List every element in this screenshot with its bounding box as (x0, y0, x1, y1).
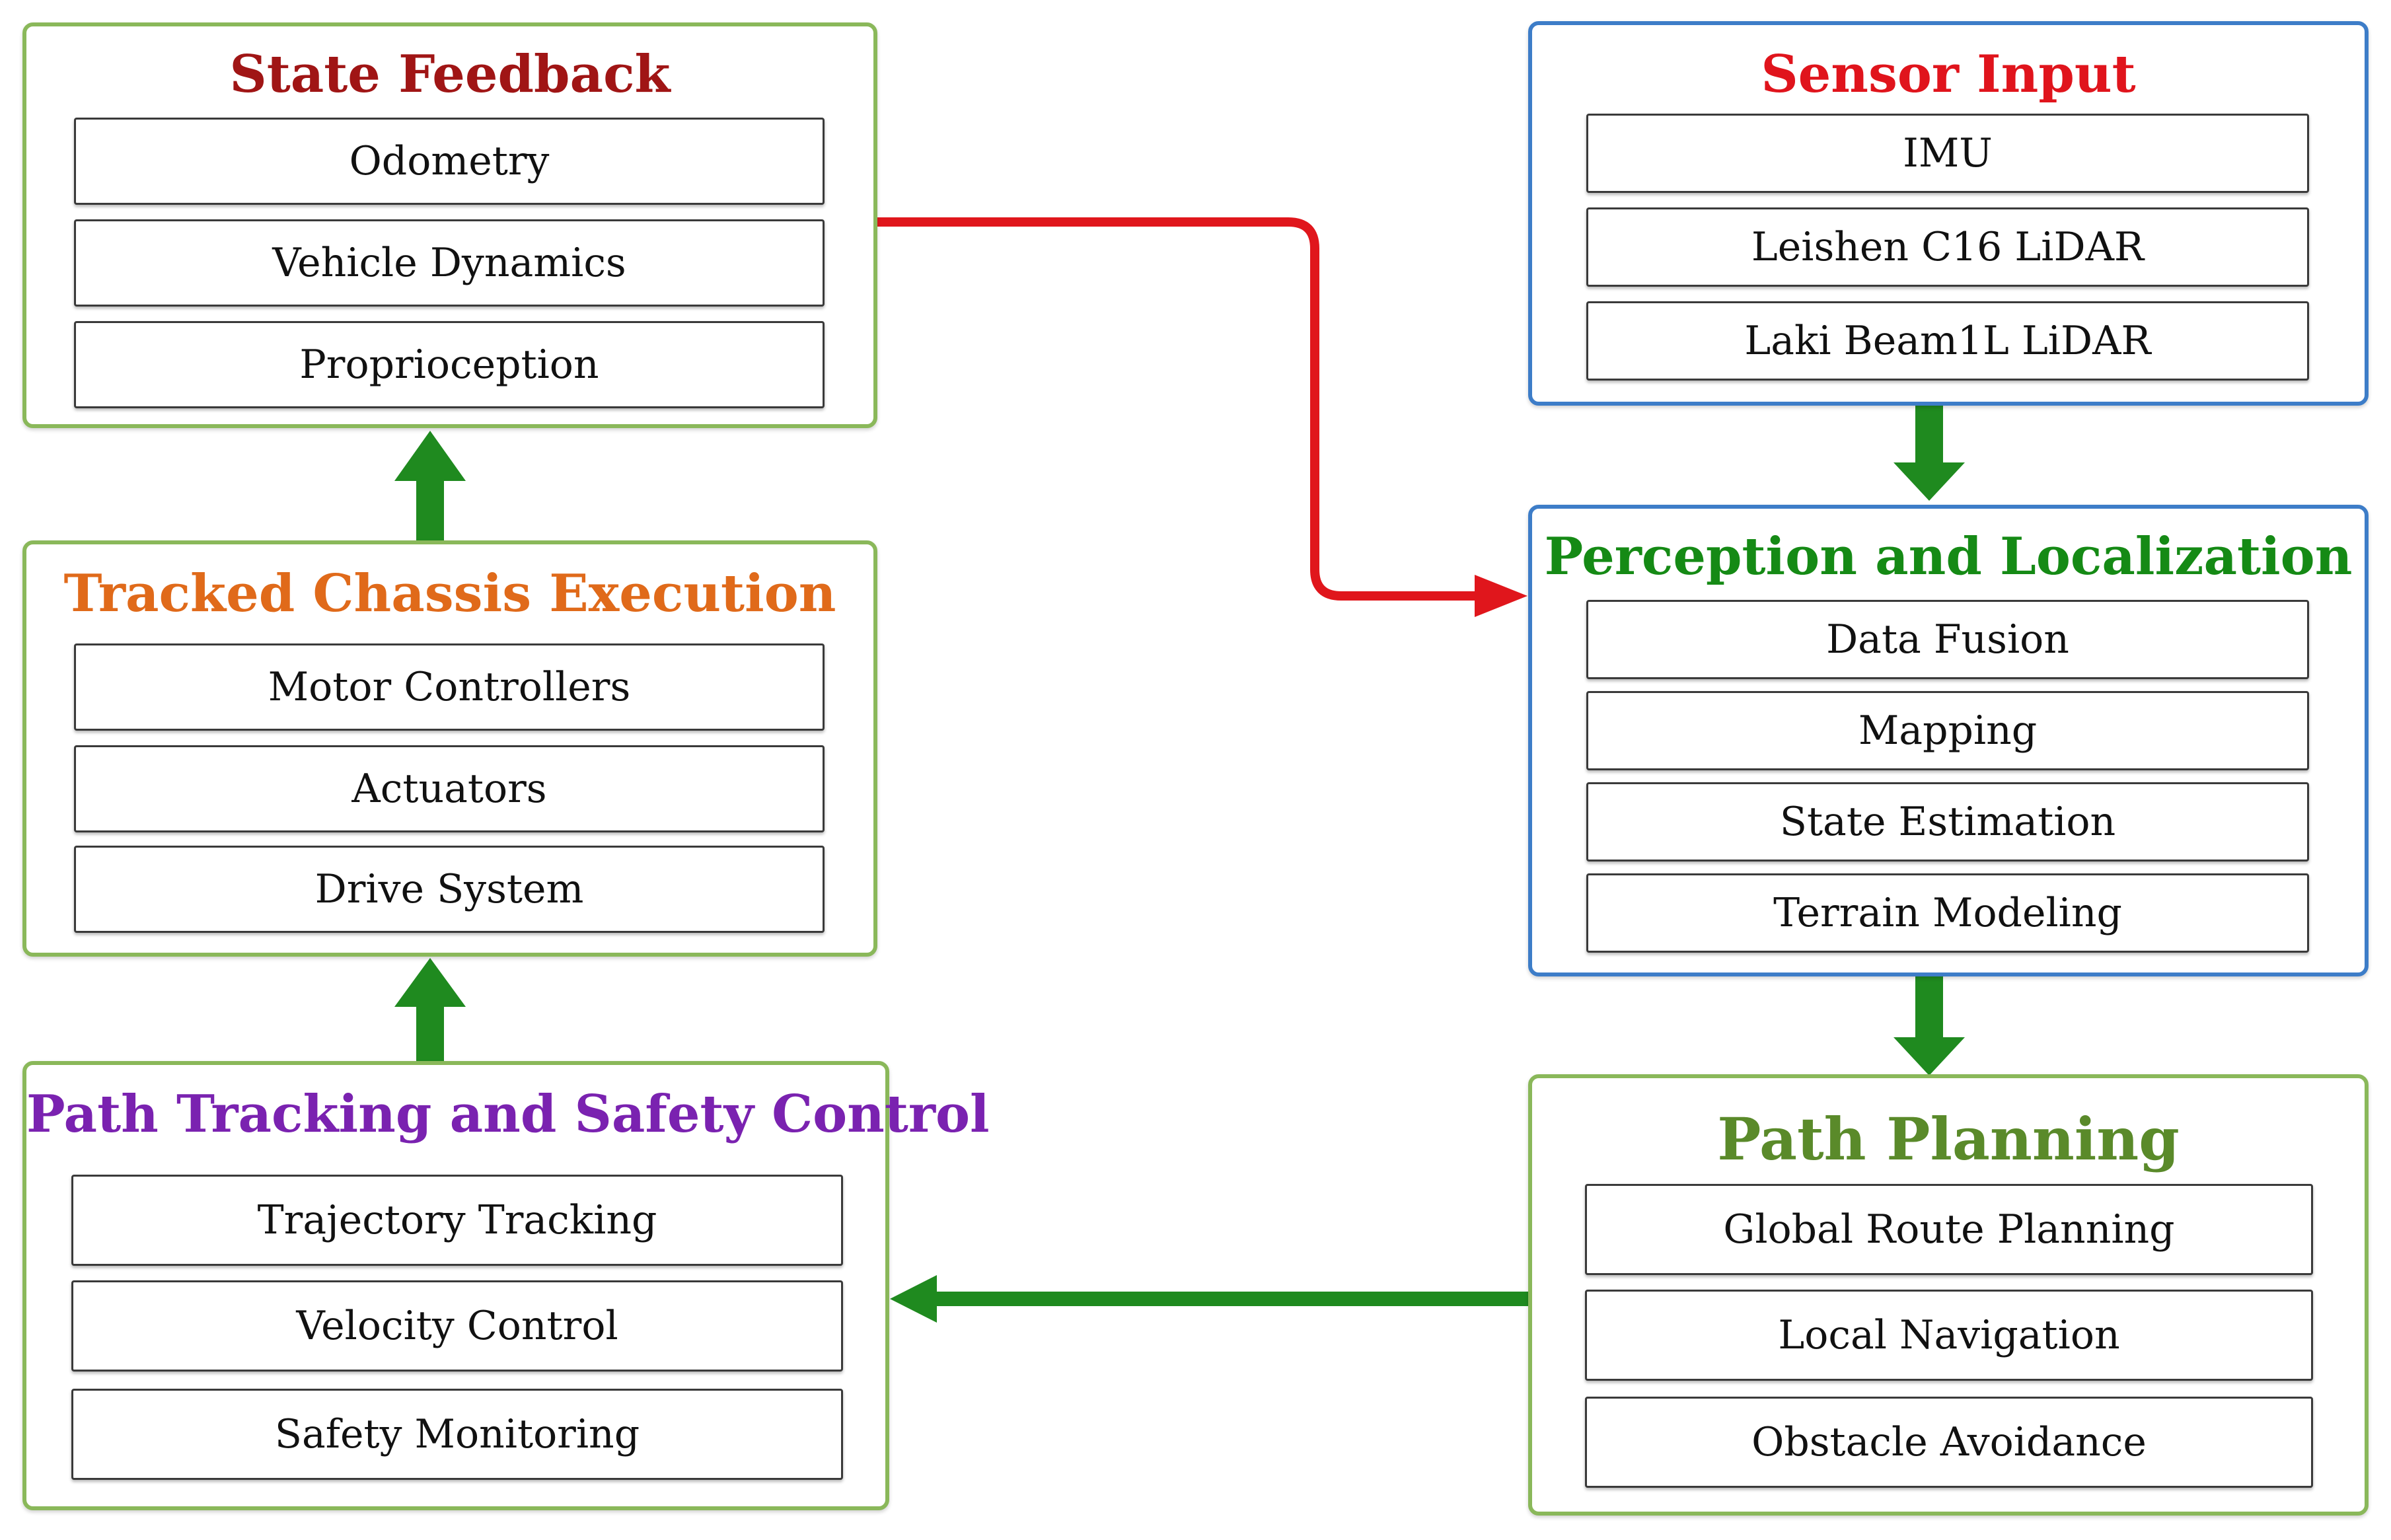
tracked-chassis-item: Motor Controllers (74, 643, 825, 731)
perception-module: Perception and Localization Data Fusion … (1528, 505, 2369, 976)
state-feedback-item: Odometry (74, 118, 825, 205)
path-tracking-item: Safety Monitoring (71, 1389, 843, 1480)
tracked-chassis-item: Drive System (74, 846, 825, 933)
state-feedback-item: Proprioception (74, 321, 825, 408)
arrow-chassis-to-feedback-head (394, 431, 466, 481)
feedback-arrowhead (1475, 575, 1527, 617)
path-planning-item: Global Route Planning (1585, 1184, 2313, 1275)
state-feedback-title: State Feedback (229, 44, 671, 104)
sensor-input-item: Leishen C16 LiDAR (1586, 207, 2309, 287)
path-tracking-module: Path Tracking and Safety Control Traject… (22, 1061, 990, 1510)
perception-item: State Estimation (1586, 782, 2309, 862)
path-tracking-item: Velocity Control (71, 1280, 843, 1372)
path-tracking-item: Trajectory Tracking (71, 1175, 843, 1266)
arrow-planning-to-tracking-head (890, 1275, 937, 1323)
arrow-sensor-to-perception-head (1894, 462, 1965, 501)
sensor-input-module: Sensor Input IMU Leishen C16 LiDAR Laki … (1528, 21, 2369, 406)
perception-item: Terrain Modeling (1586, 873, 2309, 953)
state-feedback-module: State Feedback Odometry Vehicle Dynamics… (22, 22, 877, 428)
feedback-connector (877, 217, 1480, 601)
arrow-sensor-to-perception-shaft (1915, 406, 1943, 465)
state-feedback-item: Vehicle Dynamics (74, 219, 825, 307)
perception-item: Data Fusion (1586, 600, 2309, 679)
sensor-input-item: Laki Beam1L LiDAR (1586, 301, 2309, 381)
path-planning-module: Path Planning Global Route Planning Loca… (1528, 1074, 2369, 1516)
perception-title: Perception and Localization (1544, 527, 2353, 587)
arrow-chassis-to-feedback-shaft (416, 477, 444, 540)
path-tracking-title: Path Tracking and Safety Control (26, 1084, 990, 1144)
arrow-perception-to-planning-head (1894, 1037, 1965, 1076)
arrow-planning-to-tracking-shaft (932, 1292, 1529, 1306)
path-planning-title: Path Planning (1717, 1105, 2180, 1173)
path-planning-item: Local Navigation (1585, 1290, 2313, 1381)
arrow-perception-to-planning-shaft (1915, 976, 1943, 1040)
tracked-chassis-title: Tracked Chassis Execution (63, 564, 836, 624)
tracked-chassis-item: Actuators (74, 745, 825, 832)
sensor-input-item: IMU (1586, 114, 2309, 193)
tracked-chassis-module: Tracked Chassis Execution Motor Controll… (22, 540, 877, 957)
sensor-input-title: Sensor Input (1761, 44, 2136, 104)
arrow-tracking-to-chassis-head (394, 958, 466, 1007)
perception-item: Mapping (1586, 691, 2309, 770)
arrow-tracking-to-chassis-shaft (416, 1003, 444, 1062)
path-planning-item: Obstacle Avoidance (1585, 1397, 2313, 1488)
